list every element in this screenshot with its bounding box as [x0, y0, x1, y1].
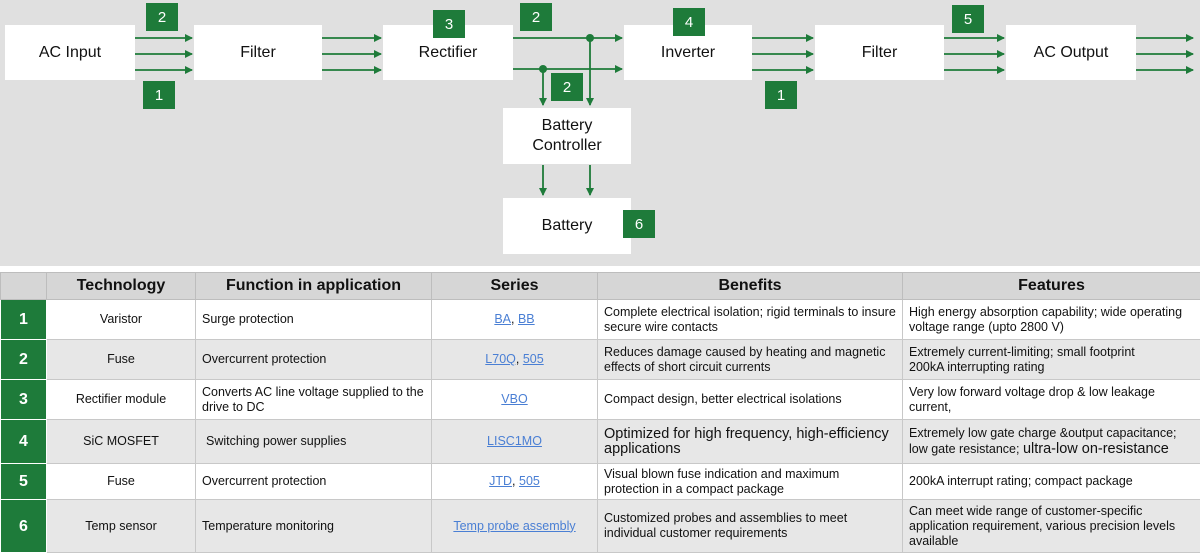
connection-arrows [135, 34, 1194, 196]
table-row: 2 Fuse Overcurrent protection L70Q, 505 … [0, 339, 1200, 380]
badge-controller: 2 [551, 73, 583, 101]
technology-cell: SiC MOSFET [46, 419, 196, 464]
header-function: Function in application [195, 272, 432, 300]
output-filter-block: Filter [815, 25, 944, 80]
inverter-label: Inverter [660, 43, 716, 61]
series-link[interactable]: 505 [522, 352, 544, 366]
input-filter-label: Filter [240, 43, 276, 61]
badge-battery: 6 [623, 210, 655, 238]
output-filter-label: Filter [861, 43, 898, 61]
battery-controller-label-line1: Battery [541, 117, 593, 134]
row-number: 6 [0, 499, 47, 553]
benefits-cell: Visual blown fuse indication and maximum… [597, 463, 903, 500]
series-link[interactable]: BA [494, 312, 512, 326]
block-diagram: AC Input Filter Rectifier Inverter Filte… [0, 0, 1200, 266]
table-row: 6 Temp sensor Temperature monitoring Tem… [0, 499, 1200, 553]
features-cell: Can meet wide range of customer-specific… [902, 499, 1200, 553]
series-cell: L70Q, 505 [431, 339, 598, 380]
row-number: 3 [0, 379, 47, 420]
series-cell: BA, BB [431, 299, 598, 340]
benefits-cell: Reduces damage caused by heating and mag… [597, 339, 903, 380]
badge-input-top: 2 [146, 3, 178, 31]
battery-block: Battery [503, 198, 631, 254]
benefits-cell: Complete electrical isolation; rigid ter… [597, 299, 903, 340]
technology-table: Technology Function in application Serie… [0, 272, 1200, 553]
features-cell: High energy absorption capability; wide … [902, 299, 1200, 340]
ac-output-label: AC Output [1033, 43, 1109, 61]
benefits-cell: Customized probes and assemblies to meet… [597, 499, 903, 553]
features-line: Extremely low gate charge &output capaci… [909, 425, 1177, 440]
ac-input-block: AC Input [5, 25, 135, 80]
function-cell: Overcurrent protection [195, 339, 432, 380]
function-cell: Switching power supplies [195, 419, 432, 464]
features-cell: Very low forward voltage drop & low leak… [902, 379, 1200, 420]
function-cell: Overcurrent protection [195, 463, 432, 500]
technology-cell: Fuse [46, 339, 196, 380]
series-link[interactable]: 505 [519, 474, 540, 488]
battery-controller-label-line2: Controller [532, 137, 602, 154]
row-number: 4 [0, 419, 47, 464]
row-number: 1 [0, 299, 47, 340]
benefits-cell: Compact design, better electrical isolat… [597, 379, 903, 420]
header-series: Series [431, 272, 598, 300]
header-technology: Technology [46, 272, 196, 300]
benefits-cell: Optimized for high frequency, high-effic… [597, 419, 903, 464]
badge-output: 5 [952, 5, 984, 33]
table-row: 1 Varistor Surge protection BA, BB Compl… [0, 299, 1200, 340]
rectifier-label: Rectifier [418, 43, 478, 61]
ac-output-block: AC Output [1006, 25, 1136, 80]
table-header-row: Technology Function in application Serie… [0, 272, 1200, 300]
input-filter-block: Filter [194, 25, 322, 80]
table-row: 5 Fuse Overcurrent protection JTD, 505 V… [0, 463, 1200, 500]
battery-controller-block: Battery Controller [503, 108, 631, 164]
technology-cell: Fuse [46, 463, 196, 500]
row-number: 2 [0, 339, 47, 380]
function-cell: Surge protection [195, 299, 432, 340]
series-cell: JTD, 505 [431, 463, 598, 500]
badge-output-bottom: 1 [765, 81, 797, 109]
series-link[interactable]: Temp probe assembly [453, 518, 576, 533]
features-cell: 200kA interrupt rating; compact package [902, 463, 1200, 500]
series-link[interactable]: LISC1MO [487, 434, 542, 448]
features-cell: Extremely low gate charge &output capaci… [902, 419, 1200, 464]
table-row: 4 SiC MOSFET Switching power supplies LI… [0, 419, 1200, 464]
series-cell: VBO [431, 379, 598, 420]
badge-inverter: 4 [673, 8, 705, 36]
features-line: low gate resistance; [909, 441, 1023, 456]
table-row: 3 Rectifier module Converts AC line volt… [0, 379, 1200, 420]
badge-rectifier: 3 [433, 10, 465, 38]
badge-input-bottom: 1 [143, 81, 175, 109]
features-cell: Extremely current-limiting; small footpr… [902, 339, 1200, 380]
technology-cell: Varistor [46, 299, 196, 340]
header-features: Features [902, 272, 1200, 300]
series-link[interactable]: L70Q [485, 352, 516, 366]
battery-label: Battery [541, 217, 593, 234]
features-line: Extremely current-limiting; small footpr… [909, 344, 1135, 359]
technology-cell: Temp sensor [46, 499, 196, 553]
features-line-emphasis: ultra-low on-resistance [1022, 440, 1169, 457]
function-cell: Temperature monitoring [195, 499, 432, 553]
row-number: 5 [0, 463, 47, 500]
series-link[interactable]: VBO [501, 392, 528, 406]
series-cell: LISC1MO [431, 419, 598, 464]
series-cell: Temp probe assembly [431, 499, 598, 553]
series-link[interactable]: BB [517, 312, 535, 326]
header-number [0, 272, 47, 300]
series-link[interactable]: JTD [489, 474, 513, 488]
features-line: 200kA interrupting rating [909, 359, 1045, 374]
badge-dc-bus: 2 [520, 3, 552, 31]
header-benefits: Benefits [597, 272, 903, 300]
technology-cell: Rectifier module [46, 379, 196, 420]
function-cell: Converts AC line voltage supplied to the… [195, 379, 432, 420]
ac-input-label: AC Input [38, 43, 102, 61]
